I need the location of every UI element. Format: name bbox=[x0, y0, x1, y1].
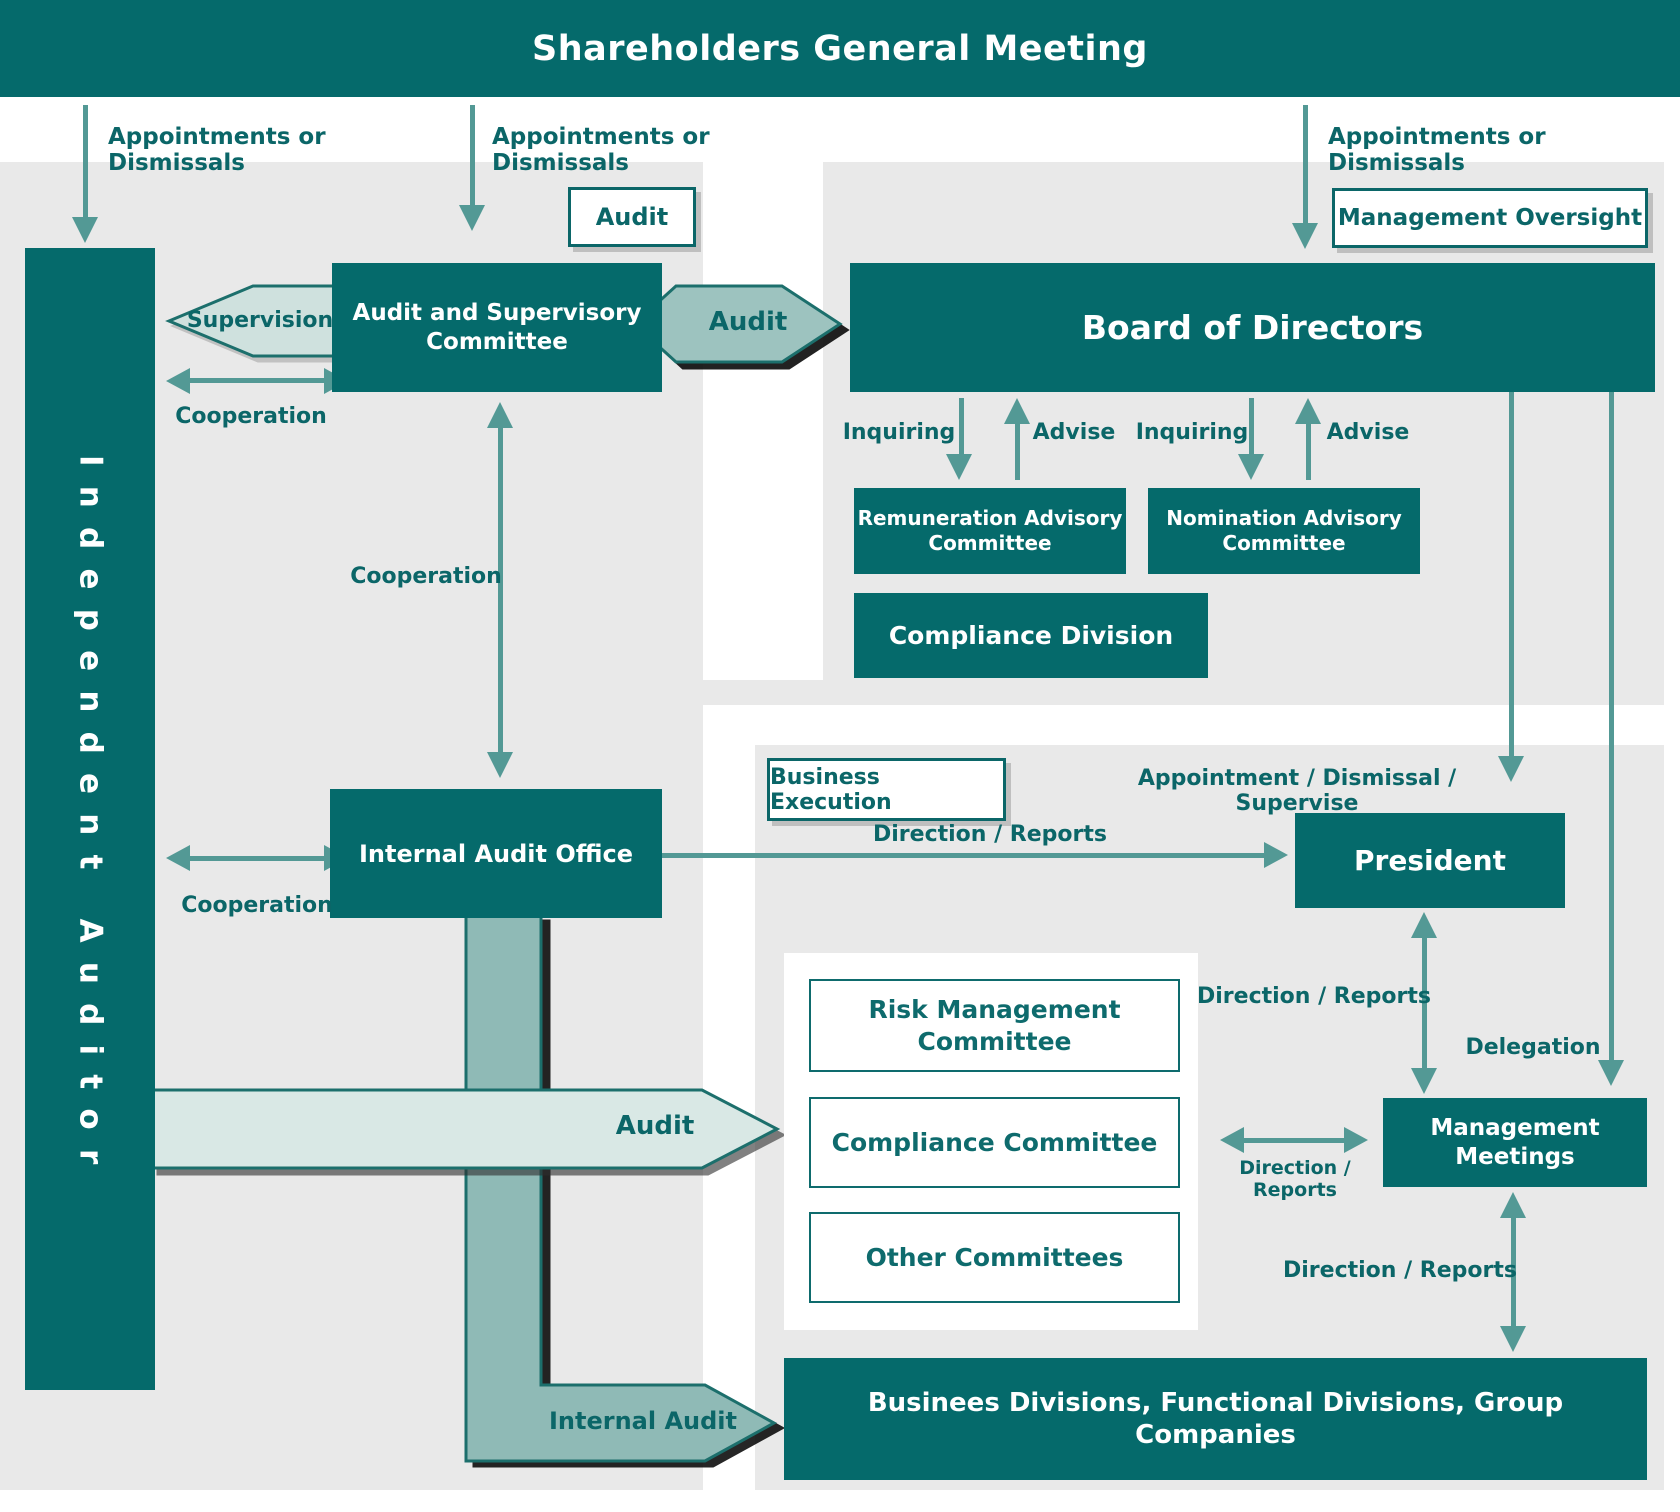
delegation-label: Delegation bbox=[1465, 1035, 1601, 1060]
header-banner: Shareholders General Meeting bbox=[0, 0, 1680, 97]
advise-label-1: Advise bbox=[1032, 420, 1116, 445]
management-oversight-label: Management Oversight bbox=[1337, 205, 1643, 231]
board-of-directors-label: Board of Directors bbox=[1081, 307, 1424, 347]
audit-supervisory-committee-box: Audit and Supervisory Committee bbox=[332, 263, 662, 392]
independent-auditor-bar: Independent Auditor bbox=[25, 248, 155, 1390]
arrow-down-icon bbox=[72, 217, 98, 243]
direction-reports-label-1: Direction / Reports bbox=[873, 822, 1107, 847]
compliance-committee-box: Compliance Committee bbox=[809, 1097, 1180, 1188]
arrow-down-icon bbox=[1411, 1068, 1437, 1094]
arrow-up-icon bbox=[487, 402, 513, 428]
remuneration-advisory-committee-label: Remuneration Advisory Committee bbox=[857, 506, 1123, 555]
board-of-directors-box: Board of Directors bbox=[850, 263, 1655, 392]
cooperation-label-mid: Cooperation bbox=[350, 564, 502, 589]
divisions-box: Businees Divisions, Functional Divisions… bbox=[784, 1358, 1647, 1480]
business-execution-label: Business Execution bbox=[770, 764, 892, 815]
internal-audit-office-label: Internal Audit Office bbox=[358, 839, 634, 868]
divisions-label: Businees Divisions, Functional Divisions… bbox=[867, 1387, 1564, 1451]
president-box: President bbox=[1295, 813, 1565, 908]
appointments-arrow-3 bbox=[1303, 105, 1308, 223]
cooperation-arrow-vertical bbox=[498, 428, 503, 752]
gap-column bbox=[703, 162, 823, 680]
arrow-down-icon bbox=[459, 205, 485, 231]
management-meetings-label: Management Meetings bbox=[1430, 1114, 1600, 1170]
arrow-down-icon bbox=[1238, 454, 1264, 480]
cooperation-label-bottom: Cooperation bbox=[181, 893, 333, 918]
direction-reports-arrow-mm-divisions bbox=[1511, 1218, 1516, 1326]
advise-arrow-2 bbox=[1306, 424, 1311, 480]
compliance-division-box: Compliance Division bbox=[854, 593, 1208, 678]
appointments-arrow-2 bbox=[470, 105, 475, 205]
audit-tag-label: Audit bbox=[595, 203, 669, 231]
delegation-arrow bbox=[1609, 392, 1614, 1060]
audit-supervisory-committee-label: Audit and Supervisory Committee bbox=[352, 299, 642, 355]
direction-reports-label-2: Direction / Reports bbox=[1197, 984, 1431, 1009]
risk-management-committee-box: Risk Management Committee bbox=[809, 979, 1180, 1072]
cooperation-arrow-top bbox=[190, 378, 324, 383]
arrow-up-icon bbox=[1004, 398, 1030, 424]
arrow-up-icon bbox=[1295, 398, 1321, 424]
audit-arrow-light-label: Audit bbox=[615, 1111, 695, 1141]
appointments-label-1: Appointments or Dismissals bbox=[108, 124, 326, 177]
arrow-down-icon bbox=[946, 454, 972, 480]
appointments-label-2: Appointments or Dismissals bbox=[492, 124, 710, 177]
appointments-label-3: Appointments or Dismissals bbox=[1328, 124, 1546, 177]
appointments-arrow-1 bbox=[83, 105, 88, 217]
direction-reports-arrow-president-mm bbox=[1422, 938, 1427, 1068]
audit-arrow-right-label: Audit bbox=[708, 307, 788, 337]
cooperation-arrow-bottom bbox=[190, 856, 324, 861]
page-title: Shareholders General Meeting bbox=[532, 28, 1148, 69]
arrow-left-icon bbox=[1220, 1127, 1244, 1153]
arrow-right-icon bbox=[1264, 842, 1288, 868]
direction-reports-label-4: Direction / Reports bbox=[1283, 1258, 1517, 1283]
arrow-down-icon bbox=[1500, 1326, 1526, 1352]
compliance-committee-label: Compliance Committee bbox=[831, 1127, 1158, 1157]
inquiring-arrow-1 bbox=[959, 398, 964, 454]
internal-audit-arrow bbox=[464, 914, 778, 1463]
other-committees-box: Other Committees bbox=[809, 1212, 1180, 1303]
arrow-left-icon bbox=[166, 368, 190, 394]
internal-audit-label: Internal Audit bbox=[548, 1407, 737, 1435]
arrow-down-icon bbox=[1498, 756, 1524, 782]
inquiring-label-2: Inquiring bbox=[1135, 420, 1249, 445]
audit-tag: Audit bbox=[568, 187, 696, 247]
independent-auditor-label: Independent Auditor bbox=[72, 454, 109, 1184]
arrow-up-icon bbox=[1500, 1192, 1526, 1218]
management-meetings-box: Management Meetings bbox=[1383, 1098, 1647, 1187]
direction-reports-arrow-mm-committees bbox=[1244, 1138, 1346, 1143]
appointment-dismissal-supervise-label: Appointment / Dismissal / Supervise bbox=[1137, 766, 1457, 817]
president-label: President bbox=[1354, 844, 1506, 877]
other-committees-label: Other Committees bbox=[865, 1242, 1124, 1272]
arrow-down-icon bbox=[1292, 223, 1318, 249]
internal-audit-office-box: Internal Audit Office bbox=[330, 789, 662, 918]
cooperation-label-top: Cooperation bbox=[175, 404, 327, 429]
compliance-division-label: Compliance Division bbox=[888, 620, 1174, 650]
management-oversight-tag: Management Oversight bbox=[1332, 188, 1648, 248]
arrow-right-icon bbox=[1344, 1127, 1368, 1153]
arrow-up-icon bbox=[1411, 912, 1437, 938]
nomination-advisory-committee-box: Nomination Advisory Committee bbox=[1148, 488, 1420, 574]
advise-arrow-1 bbox=[1015, 424, 1020, 480]
arrow-left-icon bbox=[166, 845, 190, 871]
nomination-advisory-committee-label: Nomination Advisory Committee bbox=[1166, 506, 1402, 555]
advise-label-2: Advise bbox=[1326, 420, 1410, 445]
inquiring-label-1: Inquiring bbox=[842, 420, 956, 445]
direction-reports-label-3: Direction / Reports bbox=[1239, 1157, 1351, 1201]
arrow-down-icon bbox=[487, 752, 513, 778]
inquiring-arrow-2 bbox=[1249, 398, 1254, 454]
direction-reports-arrow-iao-president bbox=[662, 853, 1264, 858]
appointment-dismissal-arrow bbox=[1509, 392, 1514, 756]
arrow-down-icon bbox=[1598, 1060, 1624, 1086]
risk-management-committee-label: Risk Management Committee bbox=[868, 995, 1121, 1056]
business-execution-tag: Business Execution bbox=[767, 758, 1006, 821]
remuneration-advisory-committee-box: Remuneration Advisory Committee bbox=[854, 488, 1126, 574]
supervision-label: Supervision bbox=[186, 308, 334, 333]
